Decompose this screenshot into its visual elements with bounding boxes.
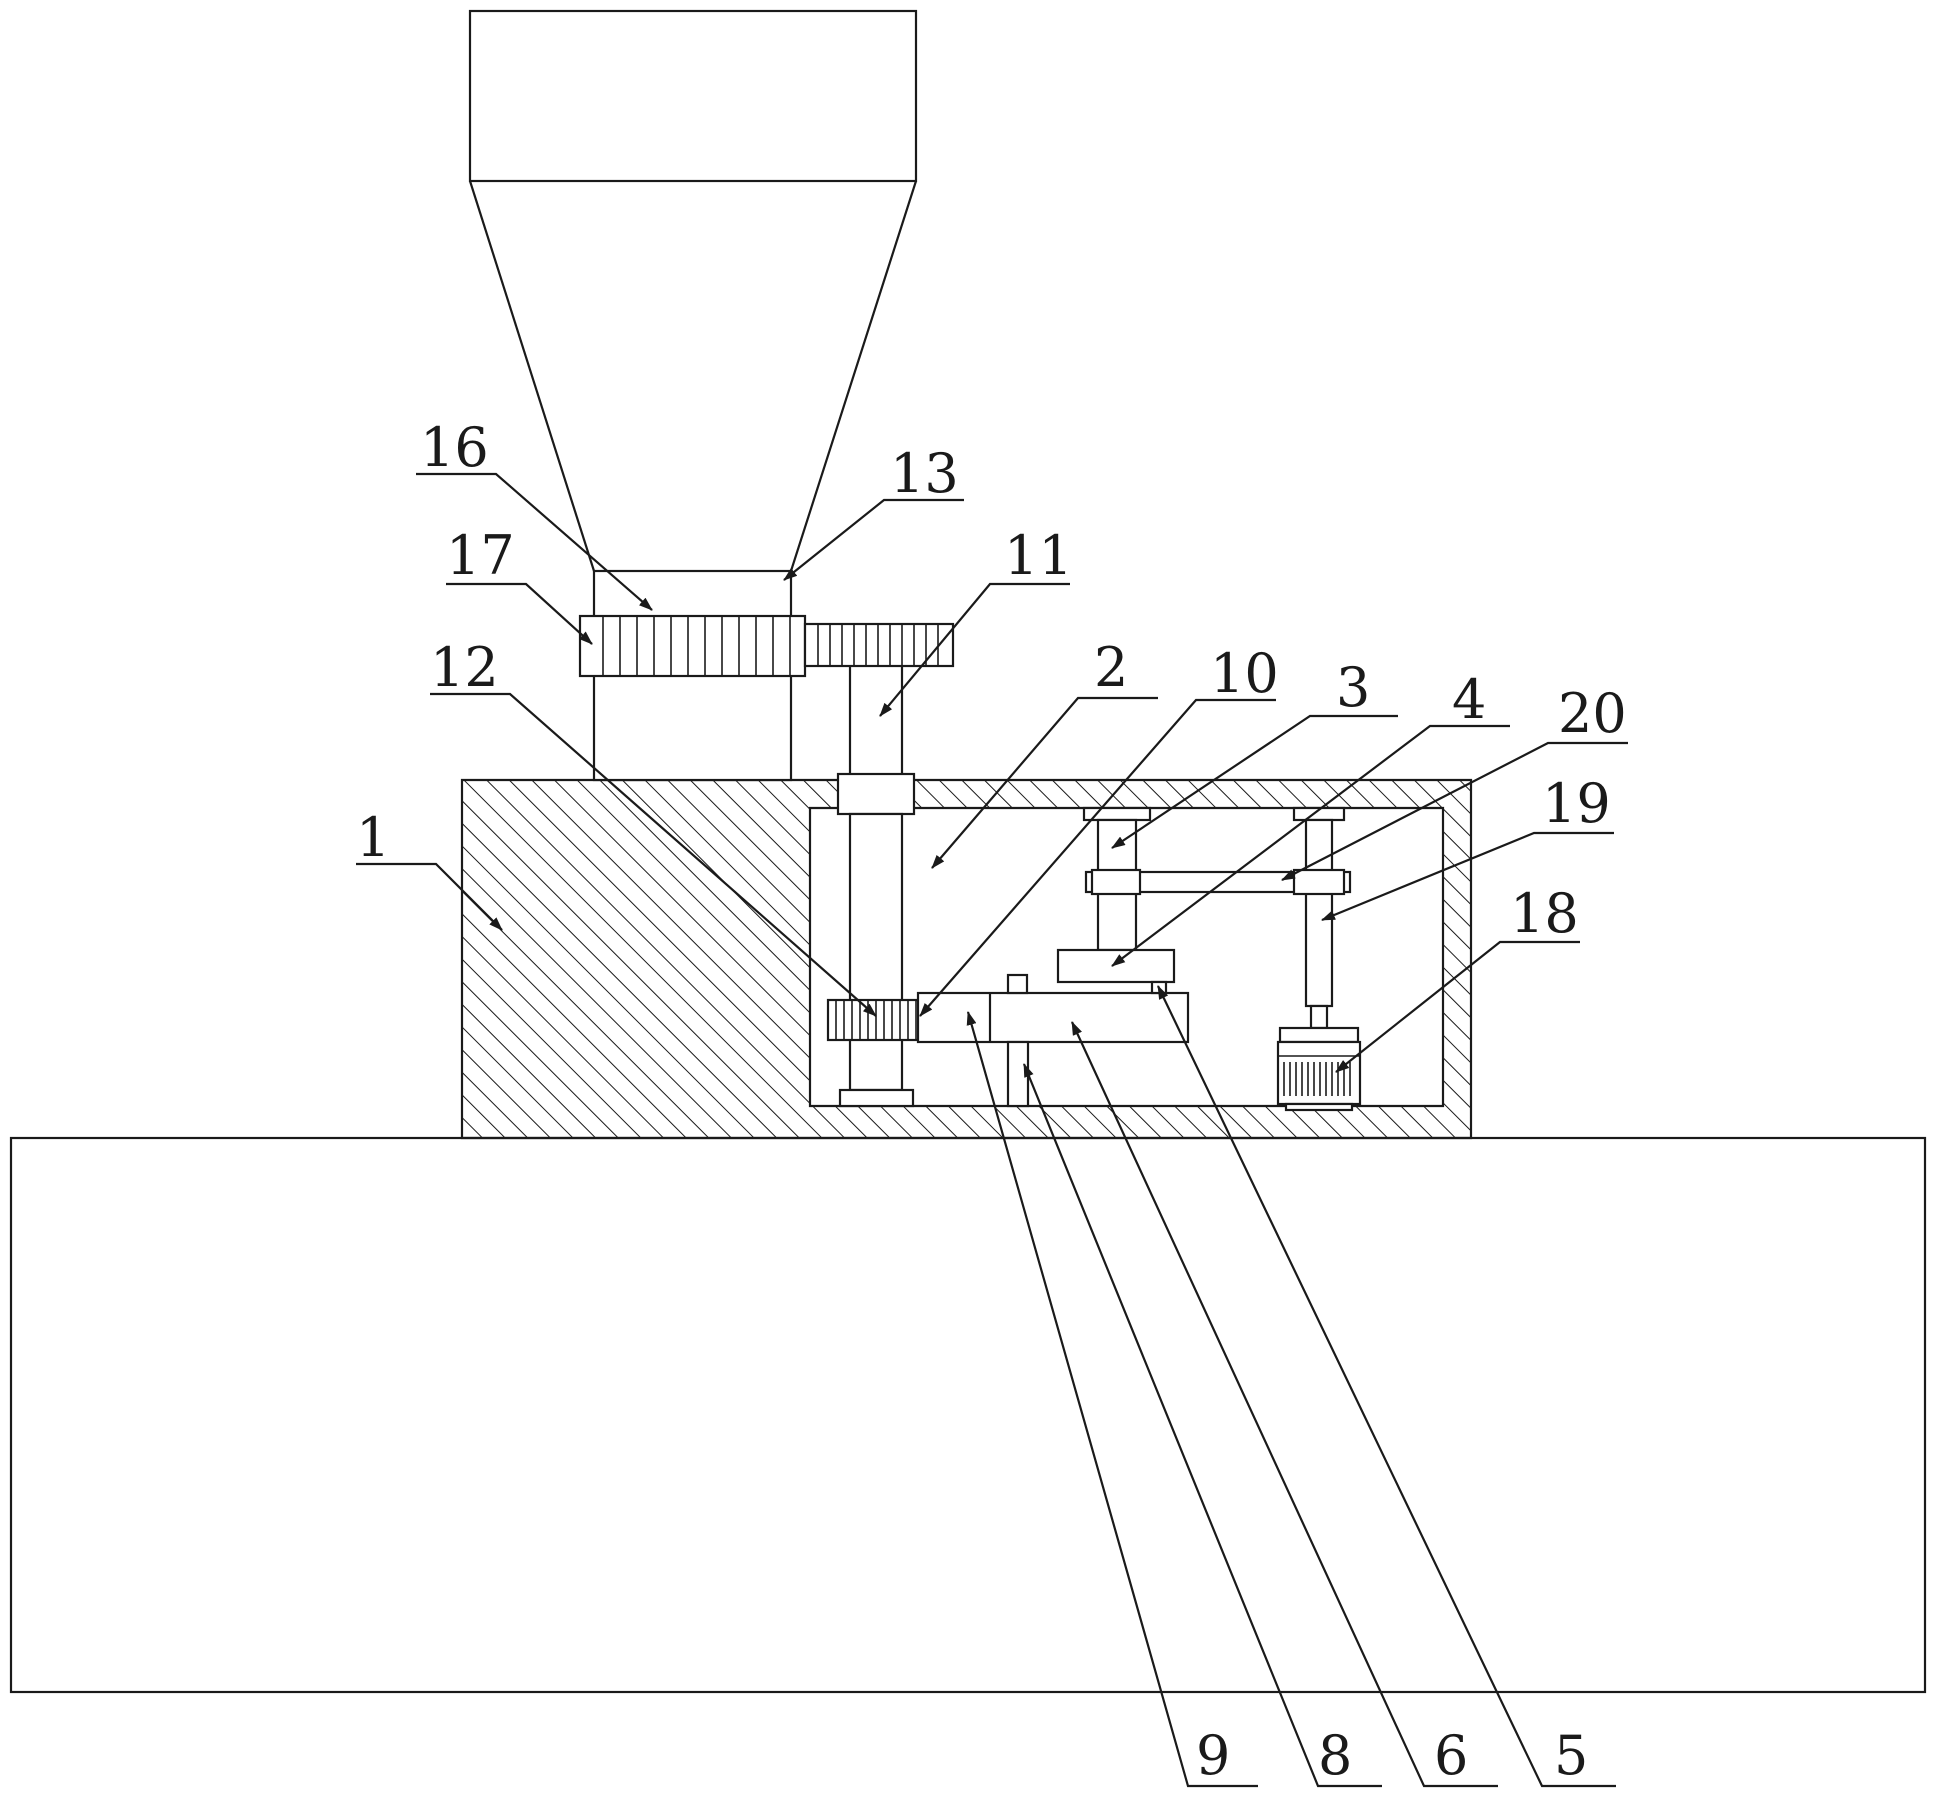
label-12: 12: [430, 636, 499, 699]
top-drive-gear: [805, 624, 953, 666]
label-5: 5: [1554, 1724, 1588, 1787]
guide-rod: [1008, 1042, 1028, 1106]
vertical-shaft-lower: [850, 814, 902, 1090]
label-17: 17: [446, 524, 515, 587]
rack-block-pin: [1008, 975, 1027, 993]
label-18: 18: [1510, 882, 1579, 945]
label-6: 6: [1434, 1724, 1468, 1787]
label-2: 2: [1094, 636, 1128, 699]
vertical-shaft-upper: [850, 662, 902, 784]
hopper-funnel-right: [791, 181, 916, 571]
right-vertical-shaft: [1306, 820, 1332, 1006]
label-9: 9: [1196, 1724, 1230, 1787]
label-1: 1: [356, 806, 390, 869]
belt-pulley-left: [1092, 870, 1140, 894]
label-20: 20: [1558, 682, 1627, 745]
hopper-top: [470, 11, 916, 181]
eccentric-wheel: [1058, 950, 1174, 982]
hopper-funnel-left: [470, 181, 594, 571]
lower-shaft-gear: [828, 1000, 924, 1040]
label-10: 10: [1210, 642, 1279, 705]
shaft-bearing-bottom: [840, 1090, 913, 1106]
label-8: 8: [1318, 1724, 1352, 1787]
label-4: 4: [1452, 668, 1486, 731]
belt-pulley-right: [1294, 870, 1344, 894]
rack-block: [918, 993, 1188, 1042]
leader-17: [446, 584, 592, 644]
label-13: 13: [890, 442, 959, 505]
label-16: 16: [420, 416, 489, 479]
base-platform: [11, 1138, 1925, 1692]
ring-gear: [580, 616, 805, 676]
label-19: 19: [1542, 772, 1611, 835]
label-3: 3: [1336, 656, 1370, 719]
shaft-bearing-top: [838, 774, 914, 814]
label-11: 11: [1004, 524, 1073, 587]
leader-8: [1024, 1064, 1382, 1786]
motor: [1278, 1006, 1360, 1110]
